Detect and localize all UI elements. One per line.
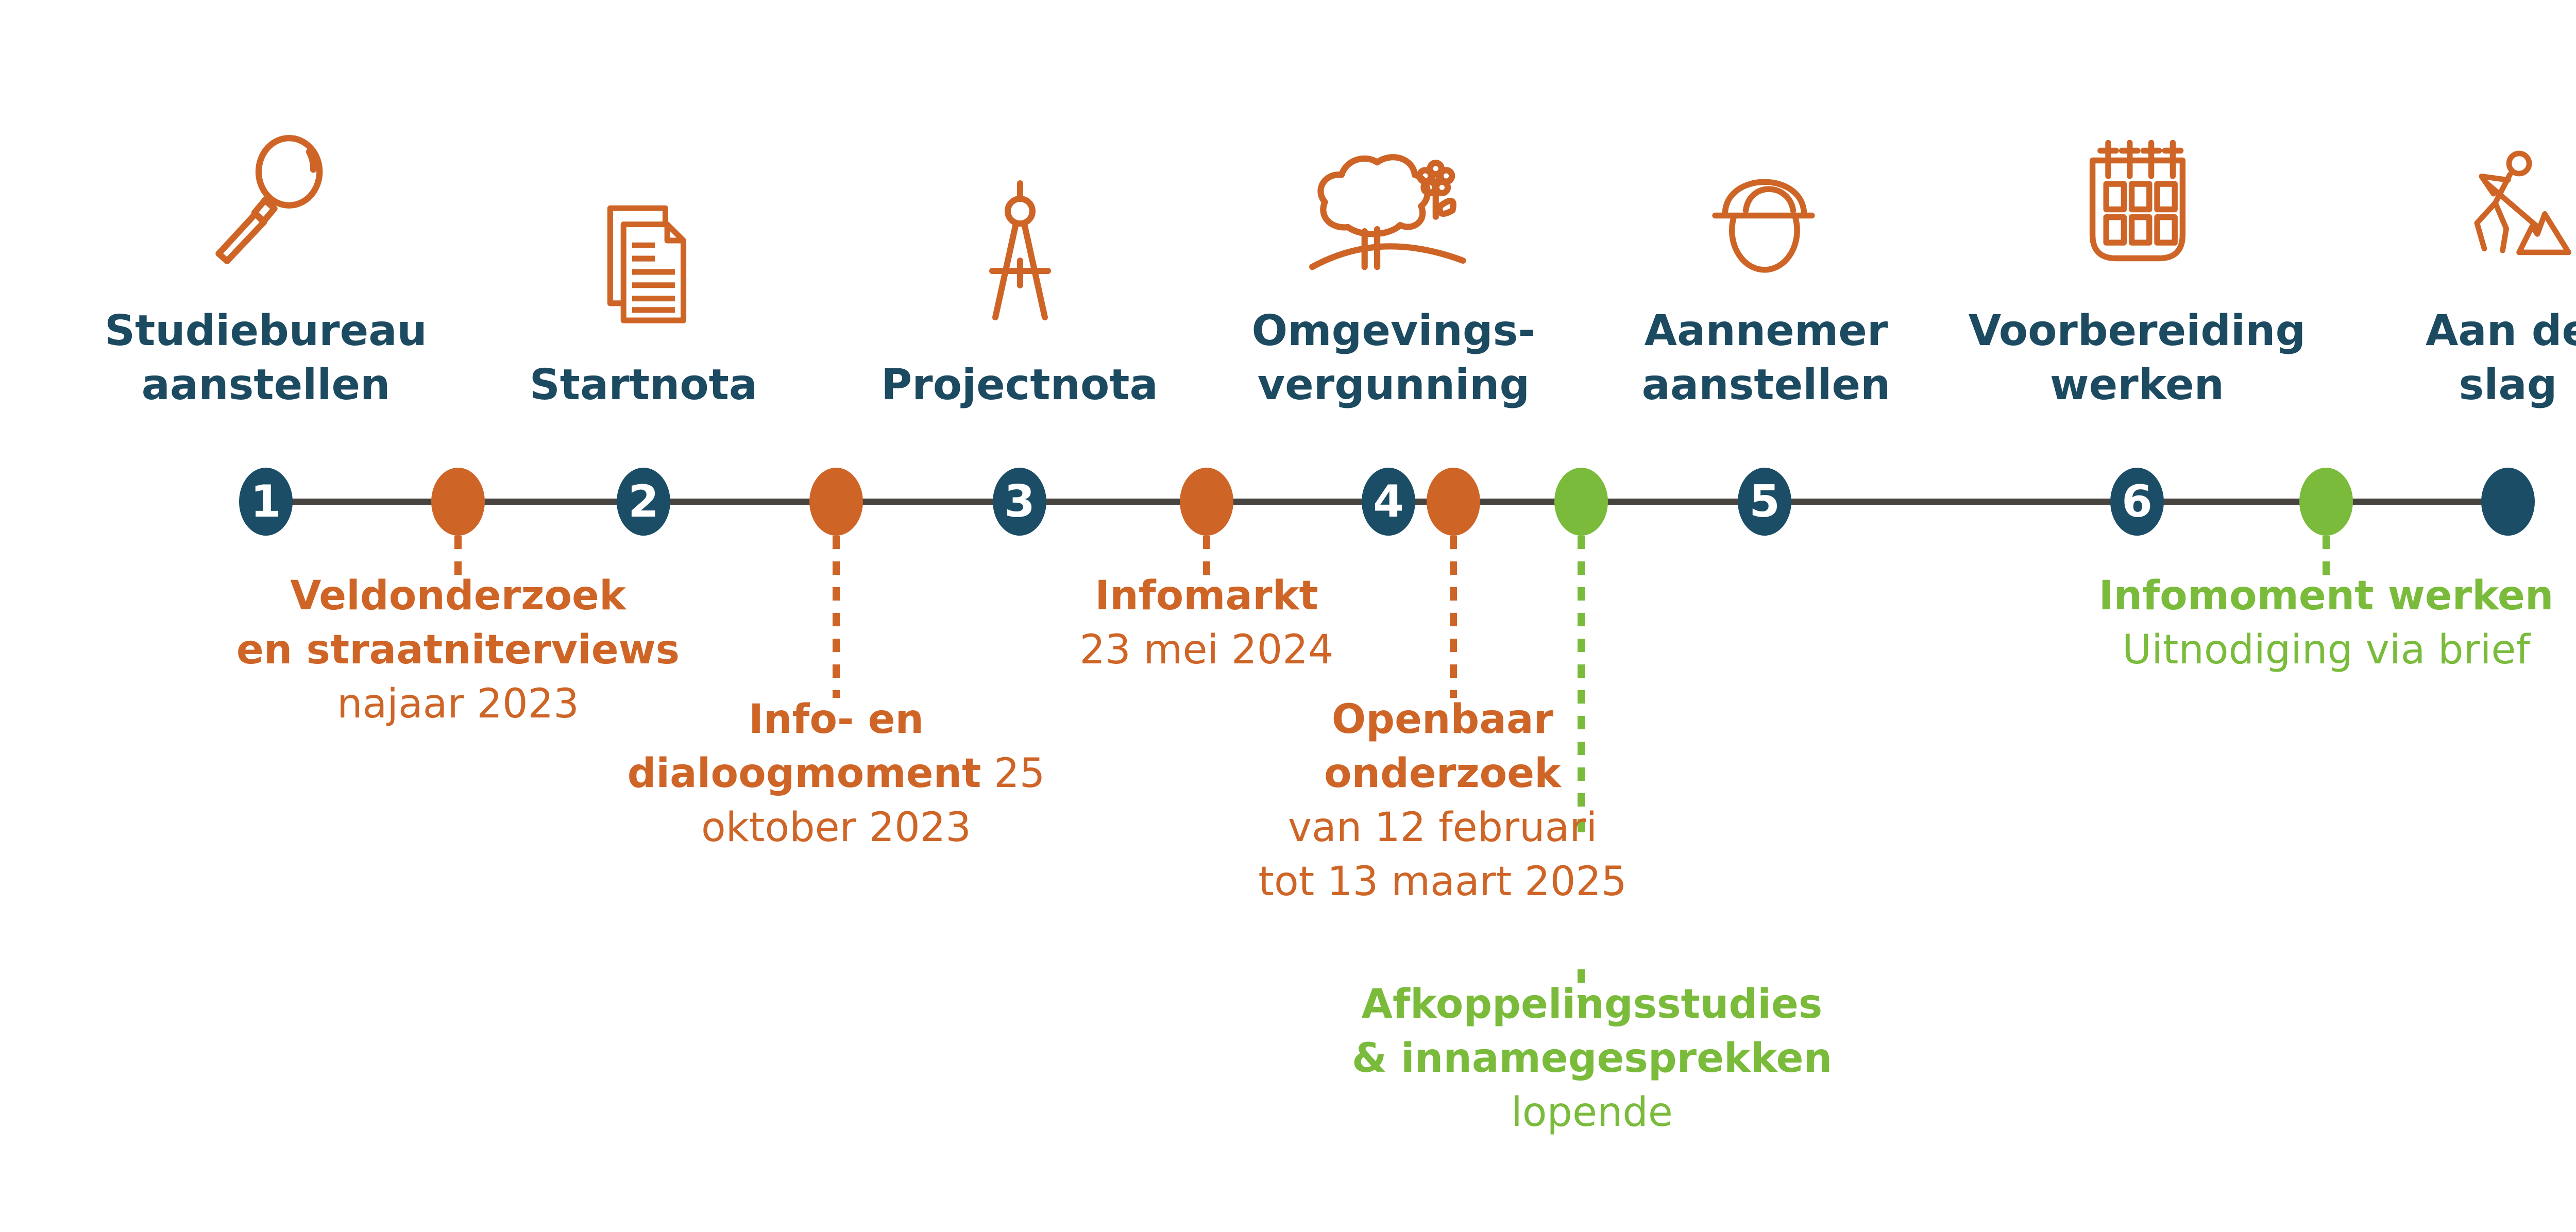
milestone-label-line: Projectnota bbox=[881, 361, 1158, 409]
milestone-label-line: werken bbox=[2049, 361, 2225, 409]
annotation-infomoment-werken: Infomoment werken Uitnodiging via brief bbox=[2030, 569, 2576, 677]
annotation-line: Veldonderzoek bbox=[290, 573, 626, 619]
annotation-line: Info- en bbox=[748, 696, 924, 743]
annotation-veldonderzoek: Veldonderzoek en straatniterviews najaar… bbox=[162, 569, 754, 731]
annotation-line: Afkoppelingsstudies bbox=[1361, 981, 1823, 1028]
annotation-date: 23 mei 2024 bbox=[1079, 627, 1334, 673]
annotation-date: oktober 2023 bbox=[701, 805, 972, 851]
annotation-line: Infomarkt bbox=[1095, 573, 1318, 619]
milestone-label-omgevingsvergunning: Omgevings- vergunning bbox=[1198, 304, 1589, 412]
annotation-openbaar-onderzoek: Openbaar onderzoek van 12 februari tot 1… bbox=[1146, 693, 1739, 909]
milestone-label-studiebureau: Studiebureau aanstellen bbox=[70, 304, 462, 412]
annotation-line: Openbaar bbox=[1331, 696, 1554, 743]
leader-line-info-dialoog bbox=[833, 536, 840, 698]
dot-number: 2 bbox=[628, 476, 659, 527]
annotation-date: van 12 februari bbox=[1287, 805, 1598, 851]
event-dot-veldonderzoek bbox=[431, 468, 485, 536]
timeline-dot-3: 3 bbox=[993, 468, 1046, 536]
dot-number: 3 bbox=[1004, 476, 1035, 527]
leader-line-infomarkt bbox=[1203, 536, 1210, 577]
timeline-end-dot bbox=[2481, 468, 2535, 536]
event-dot-openbaar-onderzoek bbox=[1427, 468, 1480, 536]
annotation-info-dialoog: Info- en dialoogmoment 25 oktober 2023 bbox=[540, 693, 1132, 855]
annotation-line: onderzoek bbox=[1324, 750, 1562, 797]
milestone-label-line: Aan de bbox=[2425, 306, 2576, 355]
milestone-label-line: vergunning bbox=[1257, 361, 1530, 409]
tree-icon bbox=[1306, 149, 1479, 270]
compass-icon bbox=[969, 180, 1072, 324]
milestone-label-line: Studiebureau bbox=[105, 306, 427, 355]
leader-line-infomoment bbox=[2323, 536, 2330, 579]
annotation-date: najaar 2023 bbox=[337, 681, 579, 727]
annotation-line: & innamegesprekken bbox=[1351, 1035, 1833, 1082]
timeline-dot-5: 5 bbox=[1738, 468, 1791, 536]
milestone-label-aandeslag: Aan de slag bbox=[2312, 304, 2576, 412]
annotation-infomarkt: Infomarkt 23 mei 2024 bbox=[910, 569, 1503, 677]
worker-icon bbox=[2451, 136, 2575, 273]
event-dot-infomoment-werken bbox=[2299, 468, 2353, 536]
documents-icon bbox=[581, 203, 706, 327]
timeline-dot-6: 6 bbox=[2110, 468, 2164, 536]
annotation-note: Uitnodiging via brief bbox=[2122, 627, 2530, 673]
dot-number: 6 bbox=[2122, 476, 2153, 527]
timeline-dot-4: 4 bbox=[1362, 468, 1415, 536]
hardhat-icon bbox=[1704, 147, 1823, 283]
event-dot-infomarkt bbox=[1180, 468, 1233, 536]
annotation-status: lopende bbox=[1511, 1089, 1673, 1136]
milestone-label-line: Voorbereiding bbox=[1968, 306, 2306, 355]
annotation-afkoppeling: Afkoppelingsstudies & innamegesprekken l… bbox=[1296, 978, 1888, 1140]
leader-line-veldonderzoek bbox=[454, 536, 462, 577]
milestone-label-line: aanstellen bbox=[141, 361, 391, 409]
event-dot-info-dialoog bbox=[809, 468, 863, 536]
timeline-dot-1: 1 bbox=[239, 468, 293, 536]
milestone-label-startnota: Startnota bbox=[448, 358, 839, 412]
dot-number: 5 bbox=[1749, 476, 1780, 527]
leader-line-openbaar bbox=[1450, 536, 1457, 698]
milestone-label-line: aanstellen bbox=[1641, 361, 1891, 409]
magnifier-icon bbox=[209, 134, 335, 265]
leader-line-afkoppeling-upper bbox=[1578, 536, 1585, 842]
milestone-label-projectnota: Projectnota bbox=[824, 358, 1215, 412]
timeline-dot-2: 2 bbox=[617, 468, 670, 536]
annotation-line: dialoogmoment 25 bbox=[540, 747, 1132, 801]
milestone-label-voorbereiding: Voorbereiding werken bbox=[1941, 304, 2333, 412]
milestone-label-line: Omgevings- bbox=[1251, 306, 1536, 355]
annotation-date: tot 13 maart 2025 bbox=[1258, 859, 1627, 905]
annotation-line: en straatniterviews bbox=[236, 627, 680, 673]
event-dot-afkoppeling bbox=[1554, 468, 1608, 536]
milestone-label-aannemer: Aannemer aanstellen bbox=[1570, 304, 1962, 412]
annotation-line-bold: dialoogmoment bbox=[627, 750, 981, 797]
annotation-line: Infomoment werken bbox=[2098, 573, 2554, 619]
dot-number: 1 bbox=[250, 476, 281, 527]
leader-line-afkoppeling-lower bbox=[1578, 969, 1585, 998]
milestone-label-line: Startnota bbox=[529, 361, 758, 409]
calendar-icon bbox=[2079, 140, 2196, 269]
annotation-line-rest: 25 bbox=[981, 750, 1045, 797]
milestone-label-line: Aannemer bbox=[1644, 306, 1888, 355]
milestone-label-line: slag bbox=[2459, 361, 2557, 409]
dot-number: 4 bbox=[1373, 476, 1404, 527]
